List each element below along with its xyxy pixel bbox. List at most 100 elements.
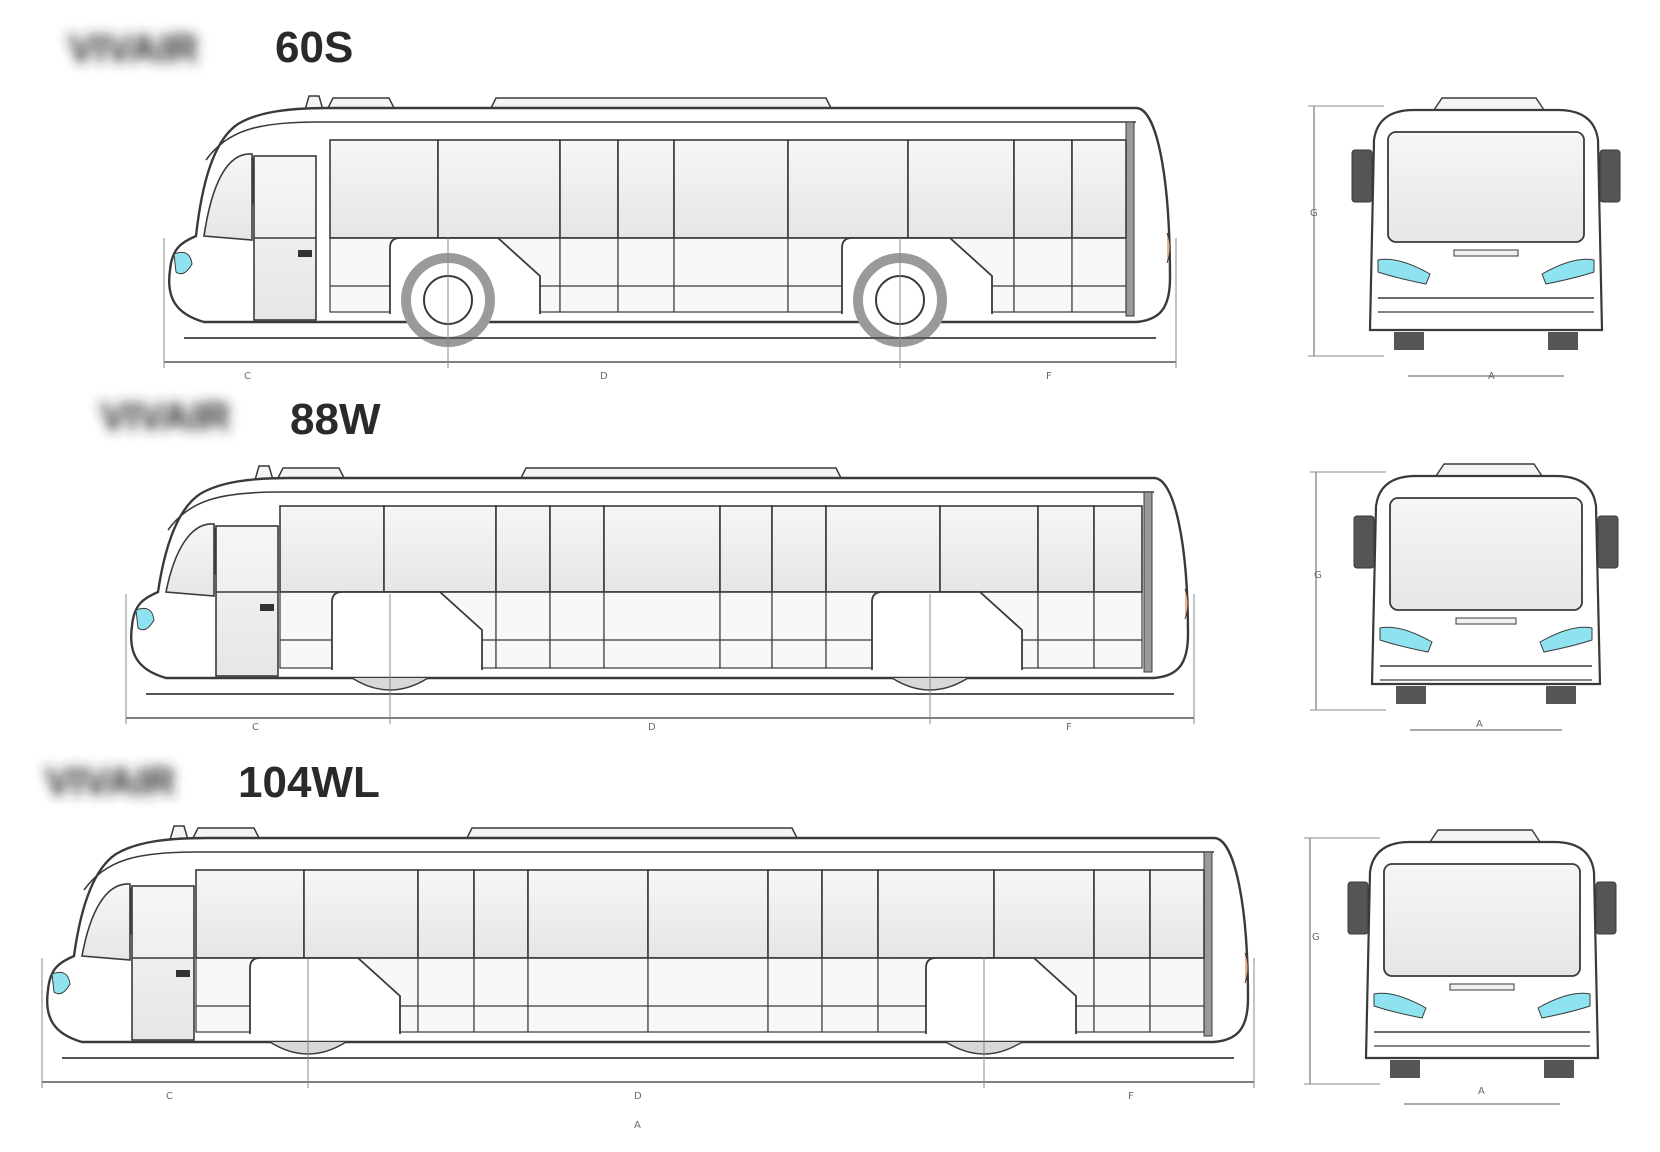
side-window <box>907 139 1015 239</box>
dim-label-total-length: A <box>634 1120 641 1131</box>
side-window <box>1013 139 1073 239</box>
side-window <box>383 505 497 593</box>
left-headlight <box>1379 626 1433 653</box>
dim-label-rear-overhang: F <box>1066 722 1072 733</box>
right-tire <box>1544 1060 1574 1078</box>
tail-light <box>1184 588 1189 620</box>
roof-unit <box>1429 829 1541 843</box>
lower-panel <box>647 957 769 1033</box>
side-window <box>787 139 909 239</box>
side-window <box>767 869 823 959</box>
dim-label-front-overhang: C <box>166 1091 173 1102</box>
lower-panel <box>771 591 827 669</box>
side-view-104wl <box>41 825 1255 1088</box>
side-window <box>195 869 305 959</box>
front-view-60s <box>1308 97 1621 377</box>
dim-label-height: G <box>1312 932 1320 943</box>
side-window <box>771 505 827 593</box>
front-grille <box>1455 617 1517 625</box>
model-88w-group: VIVAIR 88W <box>100 395 381 444</box>
wheel-arch <box>331 591 483 670</box>
wheel-arch <box>871 591 1023 670</box>
roof-beacon <box>254 465 274 481</box>
side-window <box>1149 869 1205 959</box>
dim-label-width: A <box>1488 371 1495 382</box>
side-window <box>939 505 1039 593</box>
front-grille <box>1449 983 1515 991</box>
side-window <box>993 869 1095 959</box>
wheel-arch <box>249 957 401 1034</box>
lower-panel <box>495 591 551 669</box>
rear-pillar <box>1125 121 1135 317</box>
dim-label-height: G <box>1310 208 1318 219</box>
dimension-labels: C D F A G C D F A G C D F A A G <box>166 208 1495 1131</box>
headlight <box>173 251 193 275</box>
front-grille <box>1453 249 1519 257</box>
dim-label-front-overhang: C <box>244 371 251 382</box>
rear-pillar <box>1203 851 1213 1037</box>
roof-beacon <box>169 825 189 841</box>
side-window <box>417 869 475 959</box>
right-tire <box>1548 332 1578 350</box>
lower-panel <box>527 957 649 1033</box>
left-headlight <box>1373 992 1427 1019</box>
right-mirror <box>1599 149 1621 203</box>
front-door <box>215 525 279 677</box>
door-handle <box>260 604 274 611</box>
lower-panel <box>559 237 619 313</box>
brand-name-blurred: VIVAIR <box>68 27 199 71</box>
side-window <box>495 505 551 593</box>
right-tire <box>1546 686 1576 704</box>
tail-light <box>1244 952 1249 984</box>
dim-label-height: G <box>1314 570 1322 581</box>
windscreen <box>81 883 131 961</box>
model-title-88w: 88W <box>290 395 381 444</box>
roof-trim-line <box>205 121 1136 161</box>
dim-label-wheelbase: D <box>634 1091 642 1102</box>
front-view-88w <box>1310 463 1619 731</box>
side-window <box>473 869 529 959</box>
right-headlight <box>1537 992 1591 1019</box>
front-windscreen <box>1383 863 1581 977</box>
roof-trim-line <box>83 851 1214 891</box>
front-door <box>131 885 195 1041</box>
side-window <box>437 139 561 239</box>
side-window <box>1037 505 1095 593</box>
dim-label-rear-overhang: F <box>1128 1091 1134 1102</box>
front-windscreen <box>1387 131 1585 243</box>
dim-label-front-overhang: C <box>252 722 259 733</box>
lower-panel <box>549 591 605 669</box>
left-mirror <box>1351 149 1373 203</box>
headlight <box>51 971 71 995</box>
side-window <box>279 505 385 593</box>
side-window <box>825 505 941 593</box>
side-window <box>821 869 879 959</box>
lower-panel <box>1071 237 1127 313</box>
dim-label-width: A <box>1478 1086 1485 1097</box>
right-mirror <box>1595 881 1617 935</box>
right-headlight <box>1539 626 1593 653</box>
brand-name-blurred: VIVAIR <box>45 760 176 804</box>
dim-label-wheelbase: D <box>600 371 608 382</box>
left-tire <box>1390 1060 1420 1078</box>
roof-beacon <box>304 95 324 111</box>
side-window <box>617 139 675 239</box>
wheel-arch <box>925 957 1077 1034</box>
lower-panel <box>617 237 675 313</box>
windscreen <box>203 153 253 241</box>
front-windscreen <box>1389 497 1583 611</box>
model-60s-group: VIVAIR 60S <box>68 23 353 72</box>
side-window <box>603 505 721 593</box>
lower-panel <box>1093 957 1151 1033</box>
left-mirror <box>1353 515 1375 569</box>
door-handle <box>176 970 190 977</box>
windscreen <box>165 523 215 597</box>
side-view-60s <box>163 95 1177 368</box>
roof-unit <box>1433 97 1545 111</box>
roof-unit <box>1435 463 1543 477</box>
side-window <box>549 505 605 593</box>
dim-label-rear-overhang: F <box>1046 371 1052 382</box>
headlight <box>135 607 155 631</box>
side-window <box>877 869 995 959</box>
